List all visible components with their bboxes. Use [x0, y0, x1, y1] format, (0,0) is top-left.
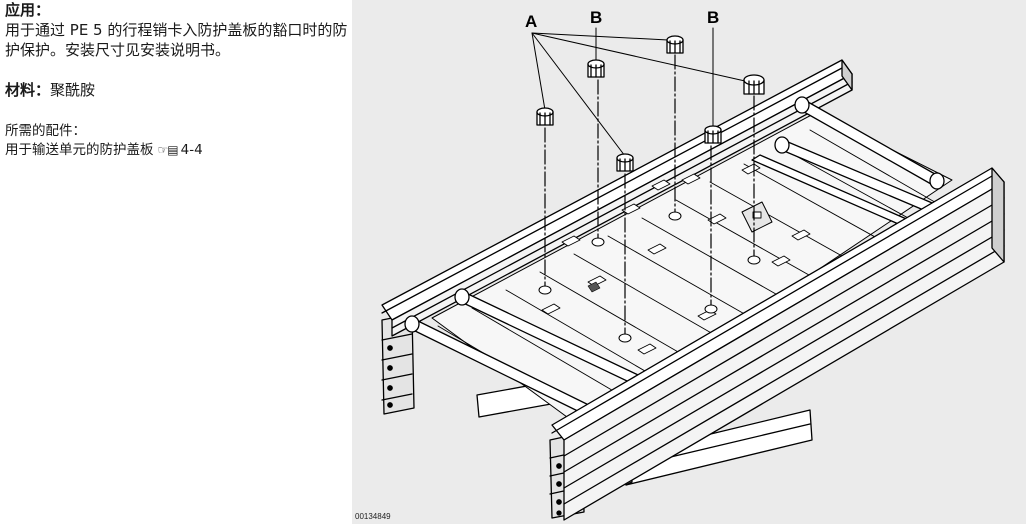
protective-cap-b2	[704, 125, 722, 144]
accessories-section: 所需的配件： 用于输送单元的防护盖板☞▤4-4	[5, 122, 350, 160]
front-side-rail	[551, 167, 1005, 521]
accessories-page-ref: 4-4	[180, 142, 203, 158]
protective-cap-a1	[536, 107, 554, 126]
material-label: 材料：	[5, 81, 51, 99]
material-section: 材料：聚酰胺	[5, 80, 350, 100]
application-section: 应用： 用于通过 PE 5 的行程销卡入防护盖板的豁口时的防护保护。安装尺寸见安…	[5, 0, 350, 60]
back-side-rail	[381, 59, 853, 337]
protective-cap-a3	[666, 35, 684, 54]
callout-leaders	[531, 27, 746, 157]
callout-a: A	[525, 12, 537, 31]
material-value: 聚酰胺	[50, 81, 96, 99]
protective-cap-a4	[743, 74, 765, 95]
application-text: 用于通过 PE 5 的行程销卡入防护盖板的豁口时的防护保护。安装尺寸见安装说明书…	[5, 21, 348, 59]
left-end-cap	[381, 313, 415, 415]
conveyor-roller-3	[794, 96, 945, 190]
protective-cap-a2	[616, 153, 634, 172]
conveyor-drawing: A B B	[381, 8, 1005, 521]
conveyor-figure: A B B 00134849	[352, 0, 1026, 524]
callout-b-right: B	[707, 8, 719, 27]
accessories-item: 用于输送单元的防护盖板	[5, 142, 154, 158]
callout-b-left: B	[590, 8, 602, 27]
pointing-hand-book-icon: ☞▤	[157, 143, 179, 157]
figure-id: 00134849	[355, 512, 391, 521]
protective-cap-b1	[587, 59, 605, 78]
accessories-heading: 所需的配件：	[5, 123, 86, 139]
description-column: 应用： 用于通过 PE 5 的行程销卡入防护盖板的豁口时的防护保护。安装尺寸见安…	[5, 0, 350, 160]
mounting-holes	[538, 211, 761, 343]
alignment-lines	[544, 54, 755, 335]
application-heading: 应用：	[5, 1, 51, 19]
